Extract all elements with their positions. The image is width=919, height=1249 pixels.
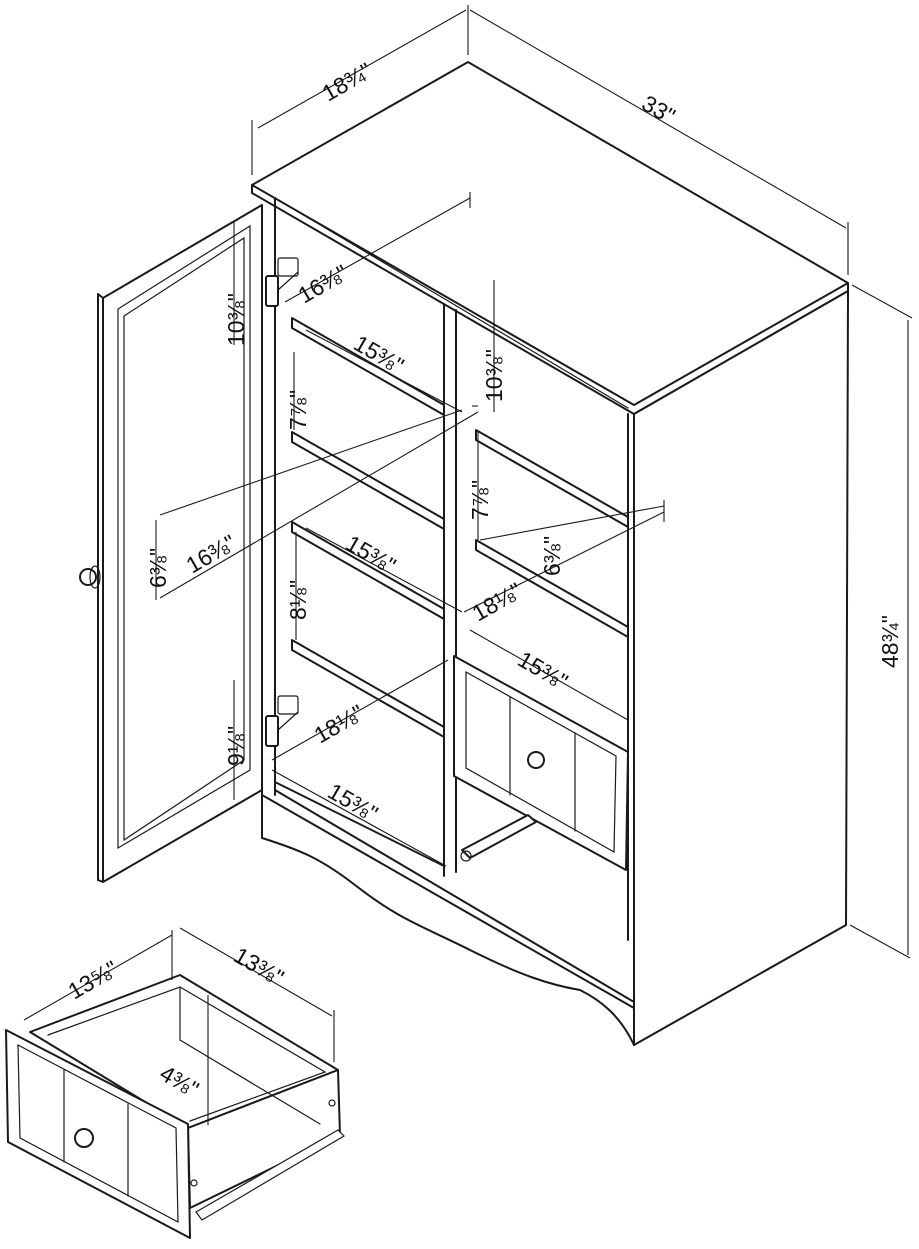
label-drawer-cavity-width: 15⅜" [514,646,573,695]
label-bottom-left-width: 15⅜" [324,778,383,827]
open-door [79,204,263,883]
inner-back-top [274,197,629,409]
label-shelf-left-spacing-upper: 7⅞" [285,390,311,430]
label-left-mid-height: 6⅜" [145,548,171,588]
label-right-lower-height: 6⅜" [539,536,565,576]
label-left-lower-spacing: 8⅛" [285,580,311,620]
loose-drawer-screw-2 [190,1179,198,1187]
upper-hinge-icon [265,257,299,307]
left-bottom-floor [274,781,445,877]
loose-drawer-floor-line [179,1039,321,1125]
loose-drawer-screw [328,1099,336,1107]
drawer-front-inner [465,670,617,854]
door-edge-bottom [97,879,104,883]
label-right-shelf-depth: 18⅛" [468,577,527,626]
door-frame [102,204,263,883]
label-bottom-left-height: 9⅛" [223,726,249,766]
door-bevel [123,236,245,842]
label-cabinet-width: 33" [638,90,680,129]
left-shelf-2 [291,431,445,530]
label-top-shelf-left-depth: 16⅜" [294,259,353,308]
label-drawer-depth: 13⅝" [64,955,123,1004]
door-inner-panel [117,224,251,850]
right-shelf-1 [475,429,629,528]
loose-drawer [5,974,345,1239]
label-cabinet-depth: 18¾" [318,57,377,106]
loose-drawer-slide [195,1129,345,1221]
left-shelf-4 [291,639,445,738]
right-shelf-2 [475,539,629,638]
drawer-knob-icon [527,751,545,769]
label-drawer-width: 13⅜" [230,942,289,991]
cabinet-body [251,61,849,1046]
drawer-slide [461,814,537,859]
label-bottom-left-depth: 18⅛" [310,699,369,748]
lower-hinge-icon [265,695,299,747]
door-knob-base [89,565,101,589]
loose-drawer-knob-icon [74,1128,94,1148]
label-right-mid-spacing: 7⅞" [467,480,493,520]
door-knob-icon [79,568,97,586]
drawer-slide-roller [460,850,472,862]
dimension-lines [23,5,913,1125]
left-shelf-3 [291,521,445,620]
label-cabinet-height: 48¾" [877,615,903,668]
loose-drawer-front-inner [17,1043,179,1224]
label-right-top-height: 10⅜" [481,349,507,402]
base-top-edge [274,789,635,1003]
cabinet-base-apron [261,794,635,1046]
loose-drawer-inner [47,986,327,1122]
cabinet-drawer [453,655,629,871]
cabinet-right-side [633,290,849,1046]
loose-drawer-front [5,1029,191,1239]
label-door-shelf-top-height: 10⅜" [223,293,249,346]
